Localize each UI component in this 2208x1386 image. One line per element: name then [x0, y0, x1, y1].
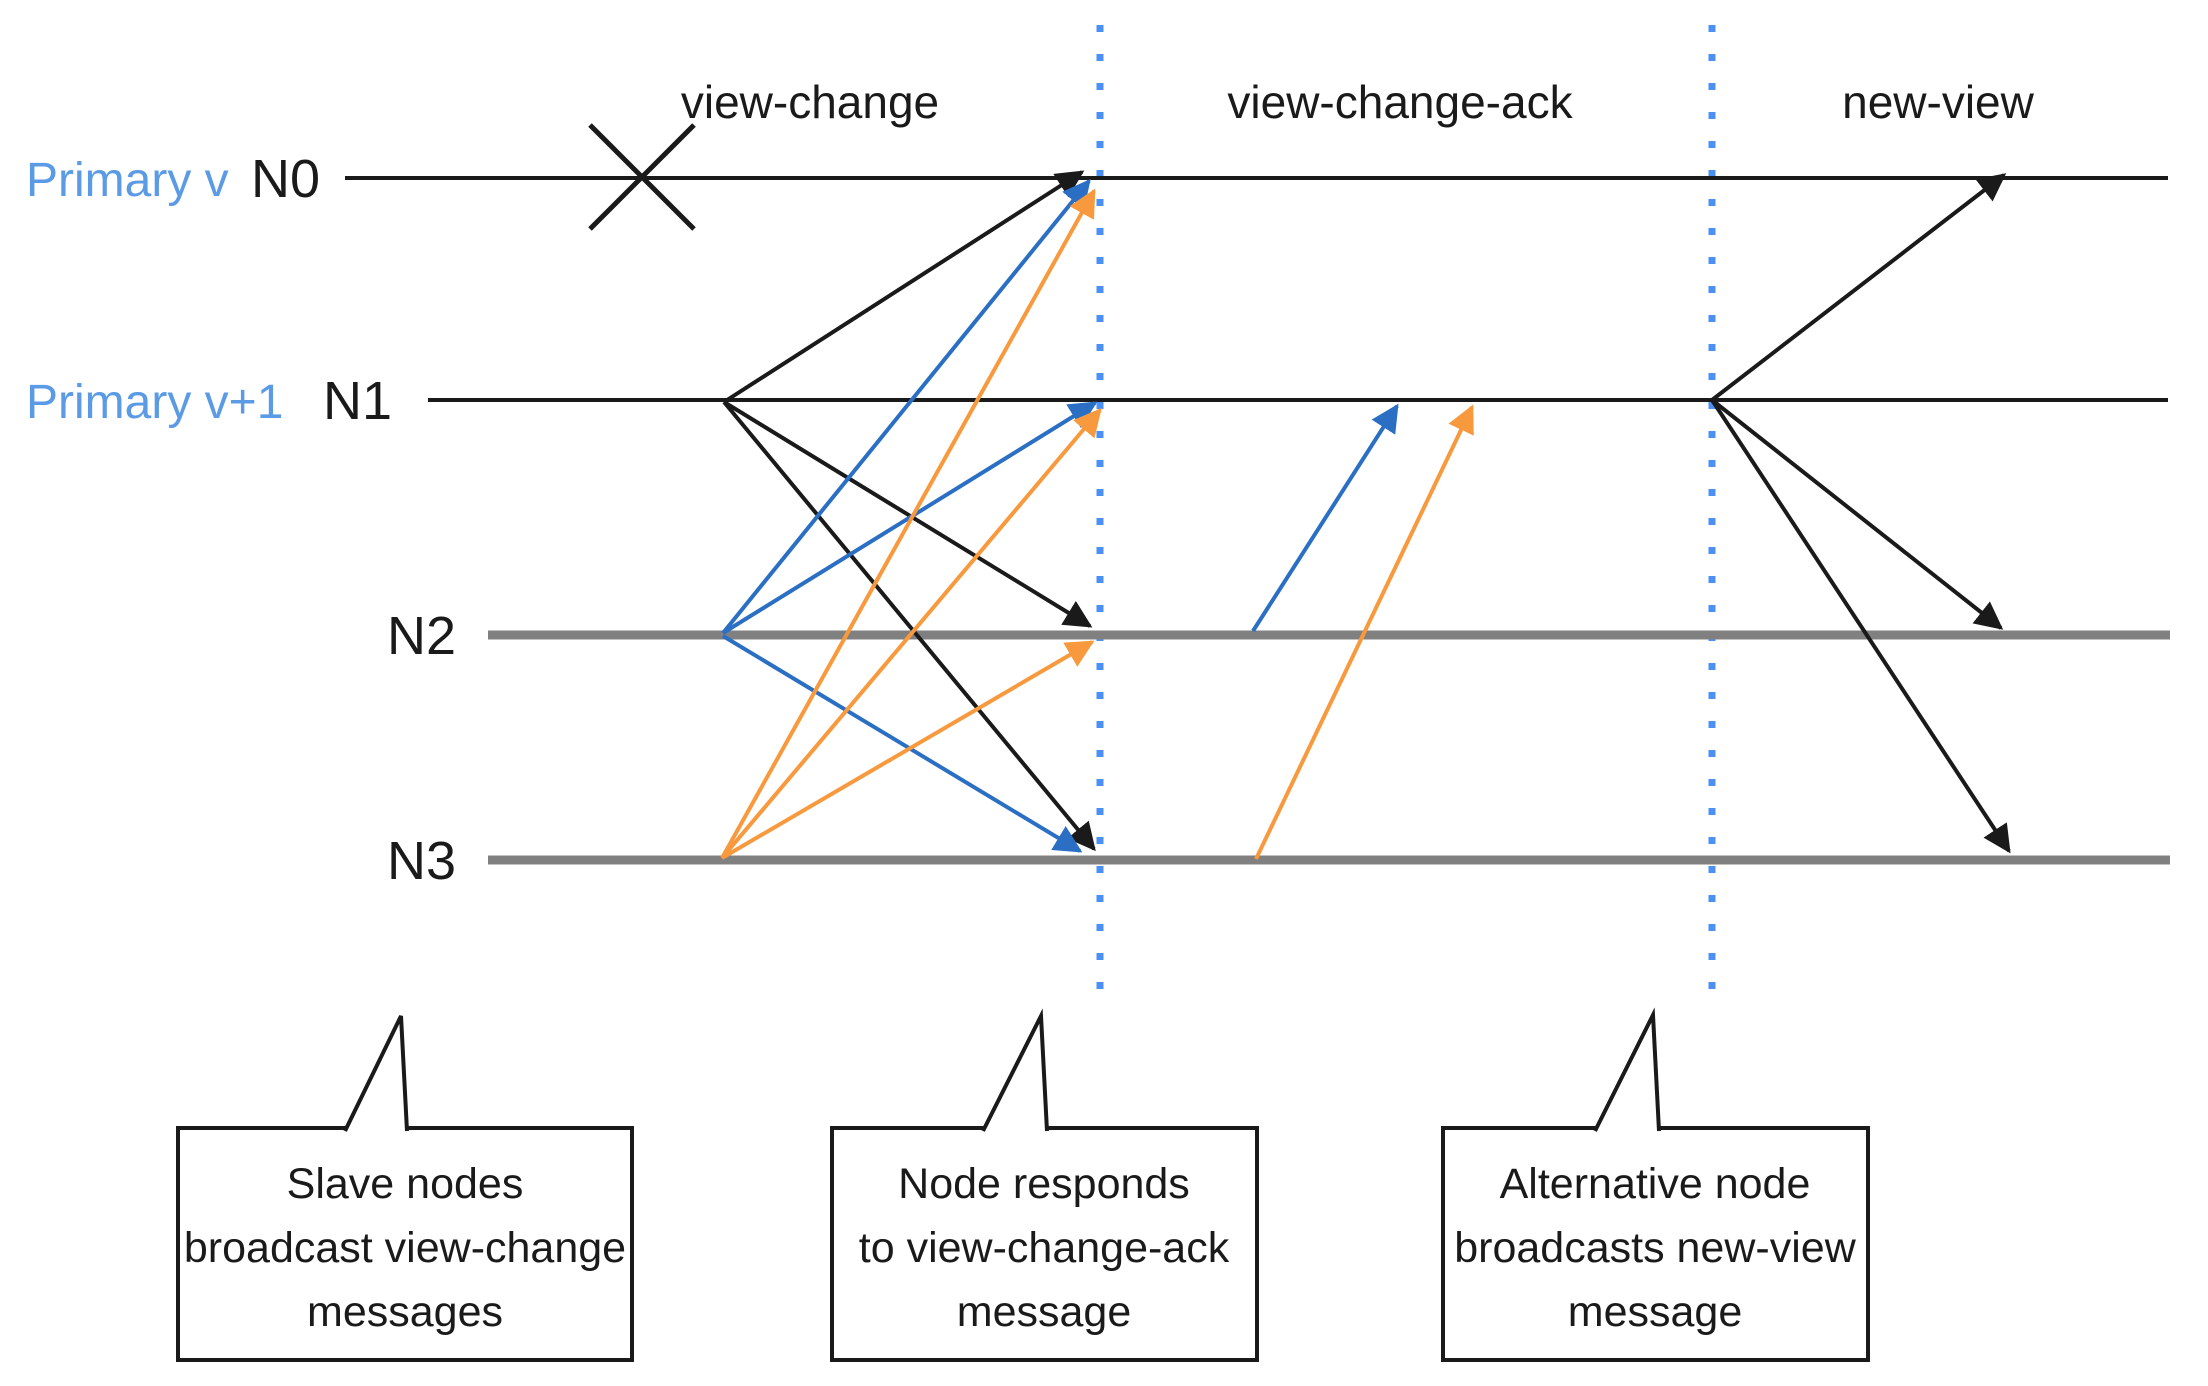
node-label-n3: N3 [387, 831, 456, 891]
callout-slave-broadcast-line1: Slave nodes [287, 1160, 524, 1208]
node-label-n1: N1 [323, 371, 392, 431]
view-change-ack-arrows [1251, 403, 1474, 860]
arrow-n1-to-n0-new-view [1710, 173, 2007, 402]
callout-ack-respond-line2: to view-change-ack [859, 1224, 1230, 1272]
arrow-n1-to-n0-view-change [722, 170, 1085, 404]
callout-slave-broadcast-box [176, 1126, 634, 1362]
new-view-arrows [1710, 173, 2011, 854]
crash-x-icon [588, 123, 696, 231]
phase-label-new-view: new-view [1842, 76, 2035, 128]
callout-ack-respond-box [830, 1126, 1259, 1362]
arrow-n3-to-n2-view-change [720, 640, 1095, 860]
arrow-n1-to-n3-new-view [1710, 398, 2011, 854]
callout-slave-broadcast-line3: messages [307, 1288, 503, 1336]
arrow-n3-to-n1-ack [1254, 404, 1474, 860]
callout-slave-broadcast-line2: broadcast view-change [184, 1224, 626, 1272]
arrow-n1-to-n3-view-change [722, 400, 1096, 852]
arrow-n2-to-n1-view-change [721, 401, 1098, 635]
callout-new-view-broadcast-line3: message [1568, 1288, 1742, 1336]
node-label-n2: N2 [387, 606, 456, 666]
node-label-n0: N0 [251, 149, 320, 209]
callout-new-view-broadcast-line1: Alternative node [1500, 1160, 1811, 1208]
arrow-n3-to-n1-view-change [720, 407, 1102, 860]
arrow-n2-to-n3-view-change [721, 634, 1083, 853]
phase-label-view-change-ack: view-change-ack [1227, 76, 1573, 128]
arrow-n1-to-n2-view-change [722, 400, 1093, 628]
callout-slave-broadcast: Slave nodes broadcast view-change messag… [176, 1015, 634, 1362]
role-label-primary-v: Primary v [26, 154, 229, 207]
callout-new-view-broadcast-line2: broadcasts new-view [1454, 1224, 1856, 1272]
phase-label-view-change: view-change [681, 76, 939, 128]
callout-new-view-broadcast: Alternative node broadcasts new-view mes… [1441, 1007, 1870, 1362]
callout-ack-respond-line1: Node responds [898, 1160, 1190, 1208]
arrow-n3-to-n0-view-change [720, 188, 1096, 859]
callout-ack-respond-line3: message [957, 1288, 1131, 1336]
arrow-n2-to-n0-view-change [721, 178, 1091, 635]
callout-ack-respond: Node responds to view-change-ack message [830, 1008, 1259, 1362]
view-change-arrows [720, 170, 1102, 860]
arrow-n1-to-n2-new-view [1710, 398, 2004, 630]
role-label-primary-v-plus-1: Primary v+1 [26, 376, 283, 429]
arrow-n2-to-n1-ack [1251, 403, 1399, 633]
